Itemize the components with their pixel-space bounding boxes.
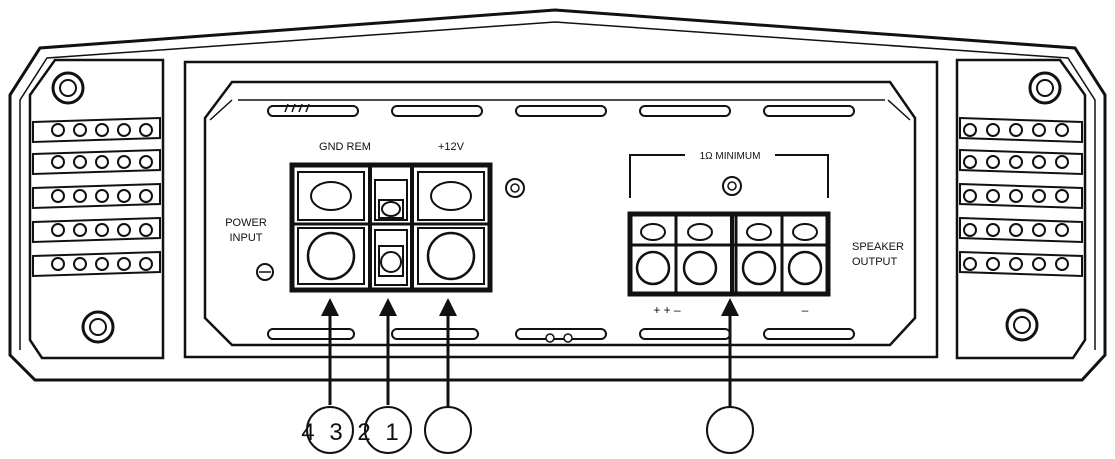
heatsink-fin-hole (1055, 123, 1069, 137)
callout-circle-4 (706, 406, 754, 454)
heatsink-fin-hole (1055, 257, 1069, 271)
polarity-right-label: – (802, 303, 809, 317)
minimum-bracket (629, 154, 829, 198)
power-terminal-block (289, 162, 493, 293)
callout-circle-2 (364, 406, 412, 454)
heatsink-fin-hole (1032, 155, 1046, 169)
heatsink-fin-hole (986, 189, 1000, 203)
heatsink-fin-hole (117, 189, 131, 203)
top-vent-slots (267, 103, 855, 117)
gnd-terminal-hole (306, 231, 356, 281)
heatsink-fin-hole (1009, 257, 1023, 271)
right-heatsink-fins (959, 116, 1083, 278)
heatsink-fin-hole (95, 189, 109, 203)
speaker-terminal-3 (741, 250, 777, 286)
heatsink-fin-hole (1055, 223, 1069, 237)
plus12v-screw-top (430, 181, 472, 211)
arrow-head-speaker (721, 298, 739, 316)
heatsink-fin-hole (95, 123, 109, 137)
callout-circles: 4 3 2 1 (301, 406, 754, 454)
bottom-vent-slots (267, 328, 855, 343)
right-heatsink (955, 58, 1087, 360)
heatsink-fin-hole (1009, 189, 1023, 203)
heatsink-fin-hole (73, 123, 87, 137)
heatsink-fin-hole (117, 223, 131, 237)
arrow-head-rem (379, 298, 397, 316)
heatsink-fin-hole (1032, 123, 1046, 137)
speaker-terminal-4 (787, 250, 823, 286)
rem-screw-top (381, 201, 401, 217)
heatsink-fin-hole (1055, 189, 1069, 203)
heatsink-fin-hole (51, 123, 65, 137)
heatsink-fin-hole (73, 257, 87, 271)
heatsink-fin-hole (963, 223, 977, 237)
heatsink-fin-hole (117, 123, 131, 137)
power-input-label-1: POWER (225, 217, 267, 229)
callout-numbers: 4 3 2 1 (301, 419, 402, 446)
speaker-terminal-block (627, 211, 831, 297)
heatsink-fin-hole (139, 123, 153, 137)
speaker-output-label-1: SPEAKER (852, 241, 904, 253)
heatsink-fin-hole (95, 223, 109, 237)
minimum-label: 1Ω MINIMUM (700, 151, 761, 162)
heatsink-fin-hole (963, 155, 977, 169)
speaker-terminal-1 (635, 250, 671, 286)
heatsink-fin-hole (986, 223, 1000, 237)
heatsink-fin-hole (95, 155, 109, 169)
heatsink-fin-hole (139, 257, 153, 271)
heatsink-fin-hole (51, 257, 65, 271)
center-panel: GND REM +12V POWER INPUT 1Ω MINIMUM SPEA… (183, 60, 939, 359)
heatsink-fin-hole (117, 257, 131, 271)
heatsink-fin-hole (1032, 257, 1046, 271)
heatsink-fin-hole (73, 155, 87, 169)
heatsink-fin-hole (963, 257, 977, 271)
chassis-inner-line (19, 21, 1096, 350)
callout-circle-1 (306, 406, 354, 454)
heatsink-fin-hole (95, 257, 109, 271)
polarity-left-label: + + – (653, 303, 681, 317)
arrow-head-gnd (321, 298, 339, 316)
heatsink-fin-hole (139, 189, 153, 203)
heatsink-fin-hole (1032, 223, 1046, 237)
speaker-terminal-2 (682, 250, 718, 286)
heatsink-fin-hole (986, 123, 1000, 137)
power-input-label-2: INPUT (230, 232, 263, 244)
plus12v-label: +12V (438, 141, 465, 153)
left-heatsink-fins (32, 116, 161, 278)
heatsink-fin-hole (73, 223, 87, 237)
heatsink-fin-hole (1009, 123, 1023, 137)
heatsink-fin-hole (986, 155, 1000, 169)
heatsink-fin-hole (986, 257, 1000, 271)
heatsink-fin-hole (963, 189, 977, 203)
speaker-output-label-2: OUTPUT (852, 256, 898, 268)
plus12v-terminal-hole (426, 231, 476, 281)
heatsink-fin-hole (51, 155, 65, 169)
heatsink-fin-hole (1009, 155, 1023, 169)
arrow-head-12v (439, 298, 457, 316)
heatsink-fin-hole (51, 189, 65, 203)
heatsink-fin-hole (73, 189, 87, 203)
callout-circle-3 (424, 406, 472, 454)
heatsink-fin-hole (117, 155, 131, 169)
heatsink-fin-hole (1055, 155, 1069, 169)
left-heatsink (28, 58, 165, 360)
heatsink-fin-hole (1009, 223, 1023, 237)
heatsink-fin-hole (139, 155, 153, 169)
rem-terminal-hole (380, 251, 402, 273)
heatsink-fin-hole (51, 223, 65, 237)
gnd-rem-label: GND REM (319, 141, 371, 153)
heatsink-fin-hole (1032, 189, 1046, 203)
gnd-screw-top (310, 181, 352, 211)
callout-arrows (321, 298, 739, 410)
heatsink-fin-hole (963, 123, 977, 137)
heatsink-fin-hole (139, 223, 153, 237)
